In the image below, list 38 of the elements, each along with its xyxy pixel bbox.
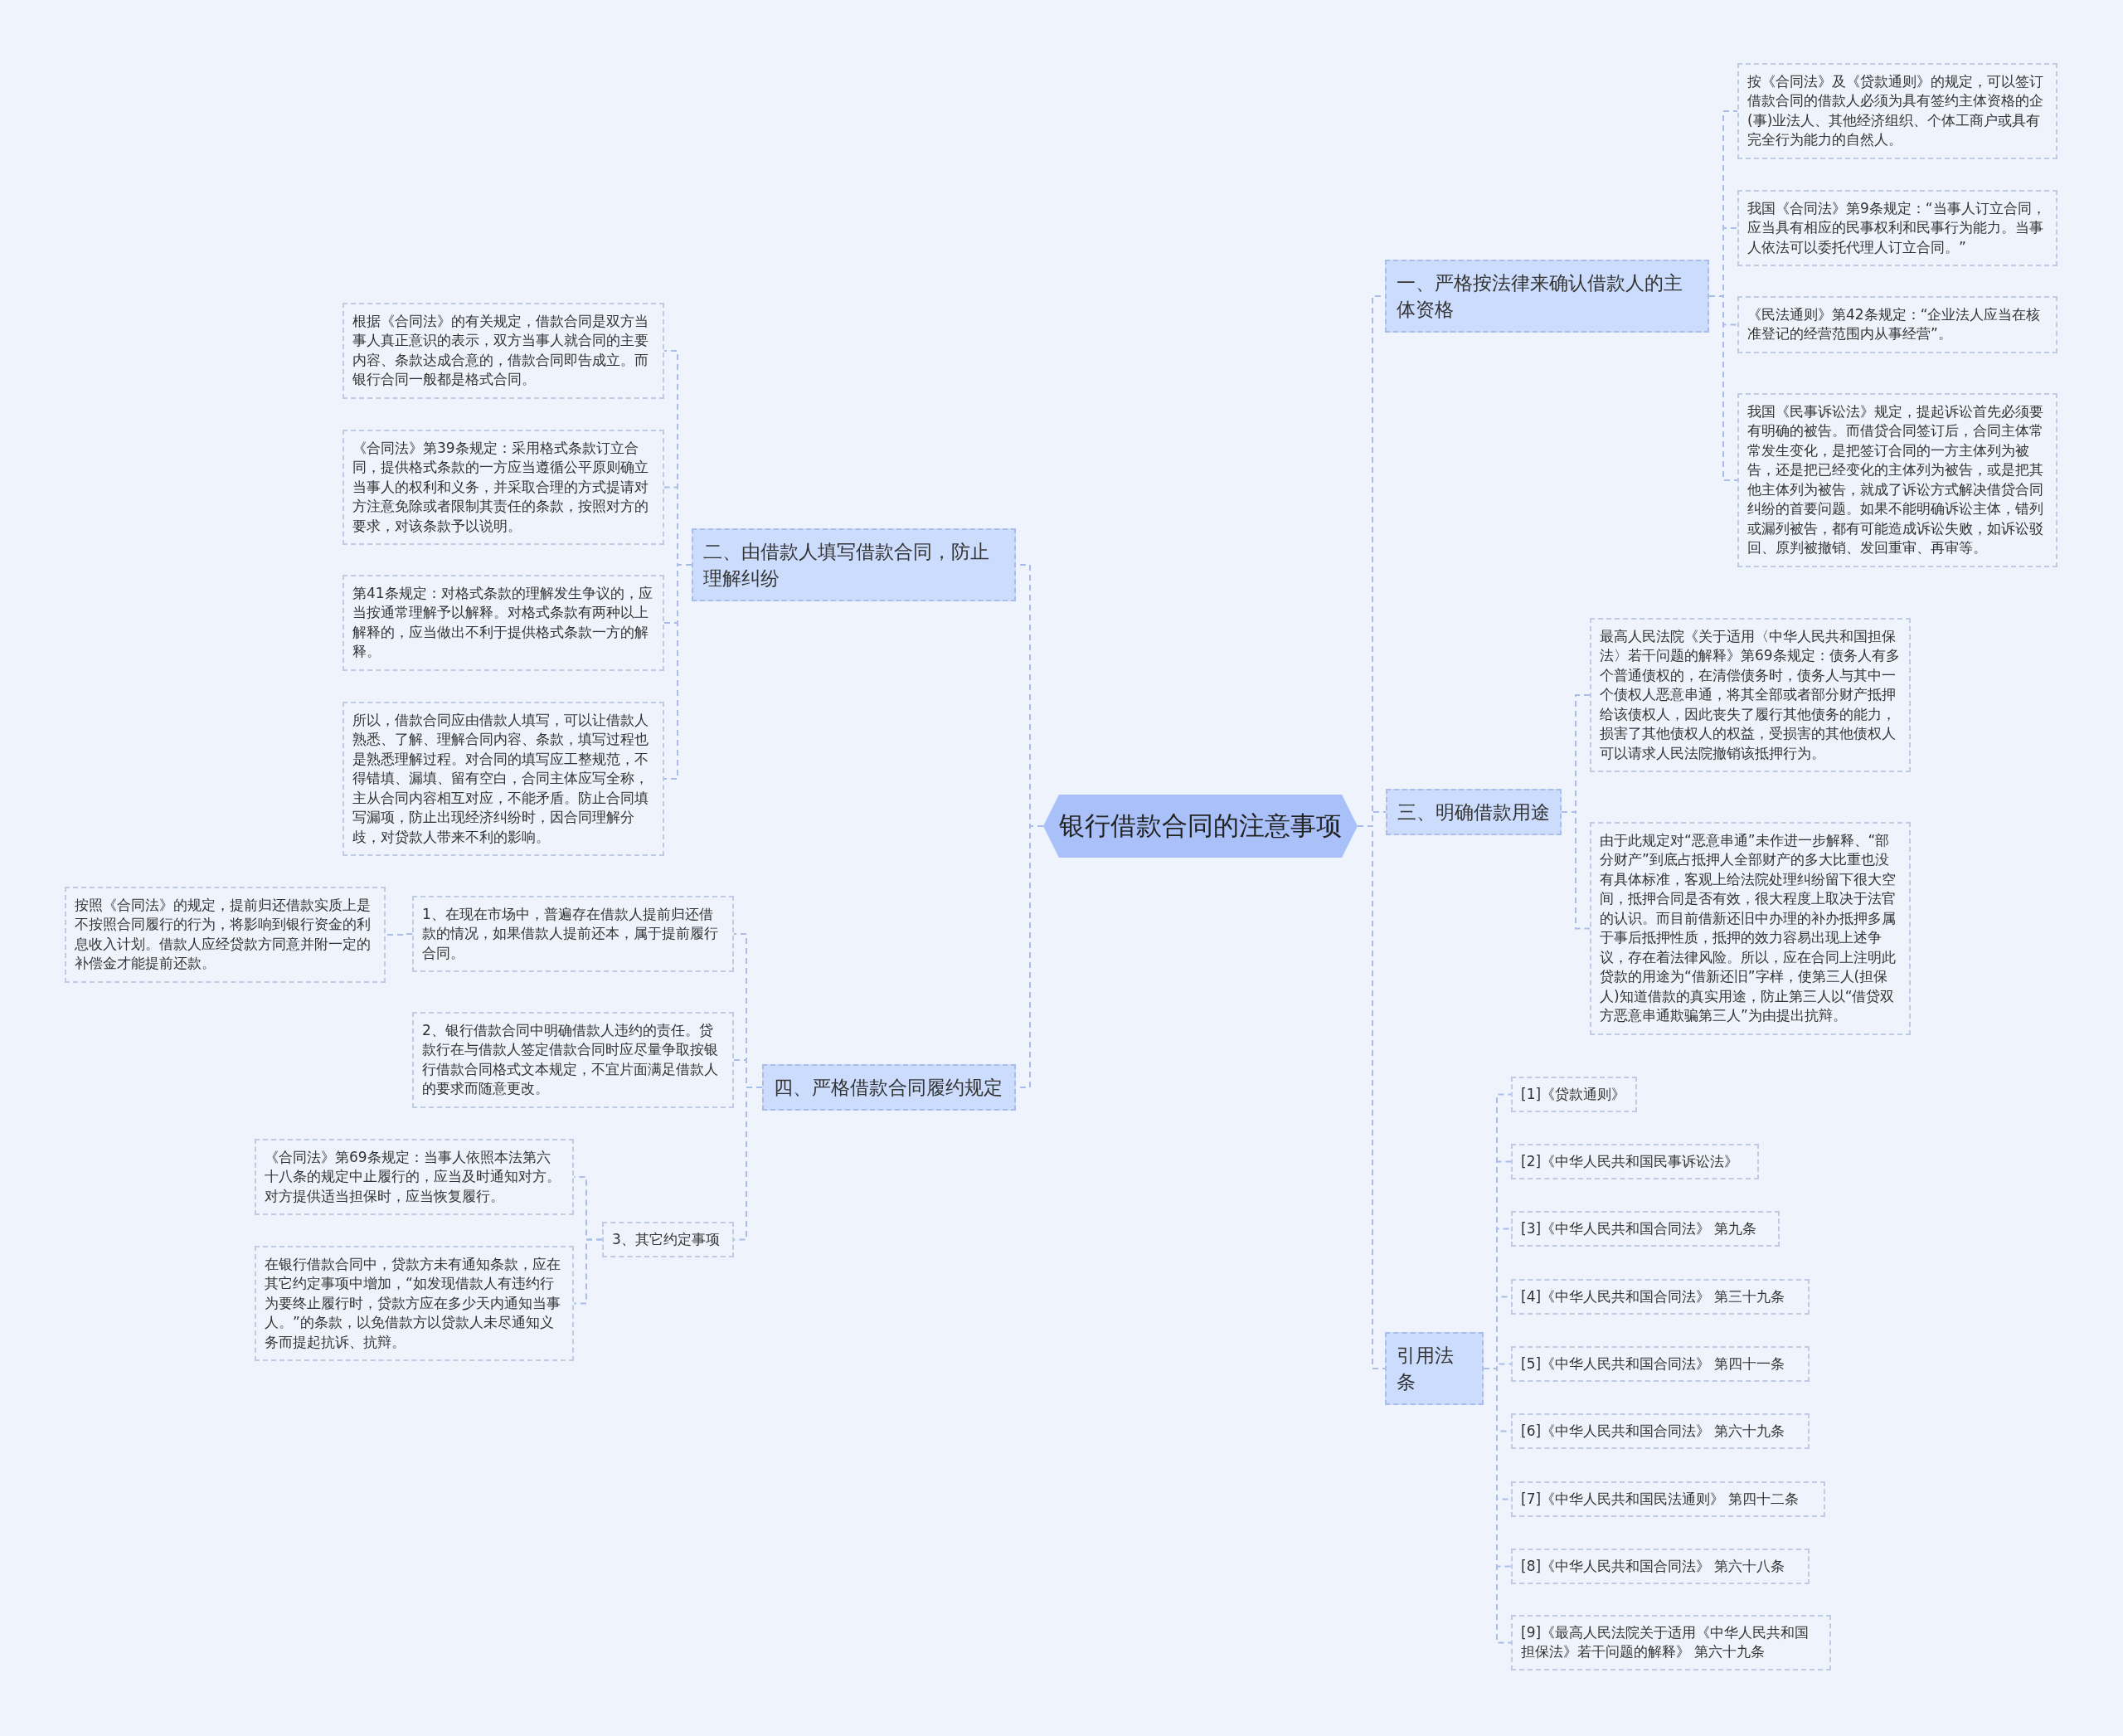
reference-box: [2]《中华人民共和国民事诉讼法》: [1511, 1144, 1759, 1180]
note-box: 由于此规定对“恶意串通”未作进一步解释、“部分财产”到底占抵押人全部财产的多大比重也没有具体标准，客观上给法院处理纠纷留下很大空间，抵押合同是否有效，很大程度上取决于法官的认识。而目前借新还旧中办理的补办抵押多属于事后抵押性质，抵押的效力容易出现上述争议，存在着法律风险。所以，应在合同上注明此贷款的用途为“借新还旧”字样，使第三人(担保人)知道借款的真实用途，防止第三人以“借贷双方恶意串通欺骗第三人”为由提出抗辩。: [1590, 822, 1911, 1035]
connector-line: [1708, 295, 1738, 481]
topic-box: 三、明确借款用途: [1386, 789, 1562, 836]
reference-box: [8]《中华人民共和国合同法》 第六十八条: [1511, 1549, 1810, 1585]
note-box: 《合同法》第69条规定：当事人依照本法第六十八条的规定中止履行的，应当及时通知对方。对方提供适当担保时，应当恢复履行。: [255, 1139, 574, 1216]
reference-box: [7]《中华人民共和国民法通则》 第四十二条: [1511, 1481, 1825, 1518]
note-box: 按《合同法》及《贷款通则》的规定，可以签订借款合同的借款人必须为具有签约主体资格的企(事)业法人、其他经济组织、个体工商户或具有完全行为能力的自然人。: [1737, 63, 2057, 159]
reference-box: [4]《中华人民共和国合同法》 第三十九条: [1511, 1279, 1810, 1315]
note-box: 1、在现在市场中，普遍存在借款人提前归还借款的情况，如果借款人提前还本，属于提前履行合同。: [412, 896, 734, 973]
reference-box: [5]《中华人民共和国合同法》 第四十一条: [1511, 1346, 1810, 1383]
note-box: 我国《民事诉讼法》规定，提起诉讼首先必须要有明确的被告。而借贷合同签订后，合同主体常常发生变化，是把签订合同的一方主体列为被告，还是把已经变化的主体列为被告，或是把其他主体列为被告，就成了诉讼方式解决借贷合同纠纷的首要问题。如果不能明确诉讼主体，错列或漏列被告，都有可能造成诉讼失败，如诉讼驳回、原判被撤销、发回重审、再审等。: [1737, 393, 2057, 567]
connector-line: [663, 564, 692, 780]
central-topic: 银行借款合同的注意事项: [1043, 795, 1358, 858]
topic-box: 引用法条: [1385, 1332, 1484, 1406]
note-box: 按照《合同法》的规定，提前归还借款实质上是不按照合同履行的行为，将影响到银行资金的利息收入计划。借款人应经贷款方同意并附一定的补偿金才能提前还款。: [65, 887, 386, 983]
note-box: 《民法通则》第42条规定：“企业法人应当在核准登记的经营范围内从事经营”。: [1737, 296, 2057, 353]
topic-box: 二、由借款人填写借款合同，防止理解纠纷: [692, 528, 1016, 602]
reference-box: 3、其它约定事项: [602, 1222, 734, 1258]
note-box: 最高人民法院《关于适用〈中华人民共和国担保法〉若干问题的解释》第69条规定：债务人有多个普通债权的，在清偿债务时，债务人与其中一个债权人恶意串通，将其全部或者部分财产抵押给该债权人，因此丧失了履行其他债务的能力，损害了其他债权人的权益，受损害的其他债权人可以请求人民法院撤销该抵押行为。: [1590, 618, 1911, 773]
note-box: 2、银行借款合同中明确借款人违约的责任。贷款行在与借款人签定借款合同时应尽量争取按银行借款合同格式文本规定，不宜片面满足借款人的要求而随意更改。: [412, 1012, 734, 1108]
reference-box: [3]《中华人民共和国合同法》 第九条: [1511, 1211, 1780, 1247]
connector-line: [385, 933, 413, 936]
connector-line: [1561, 811, 1591, 930]
note-box: 《合同法》第39条规定：采用格式条款订立合同，提供格式条款的一方应当遵循公平原则确立当事人的权利和义务，并采取合理的方式提请对方注意免除或者限制其责任的条款，按照对方的要求，对该条款予以说明。: [342, 430, 664, 546]
topic-box: 四、严格借款合同履约规定: [762, 1064, 1016, 1111]
reference-box: [6]《中华人民共和国合同法》 第六十九条: [1511, 1413, 1810, 1450]
topic-box: 一、严格按法律来确认借款人的主体资格: [1385, 260, 1709, 333]
connector-line: [733, 1087, 763, 1241]
note-box: 在银行借款合同中，贷款方未有通知条款，应在其它约定事项中增加，“如发现借款人有违约行为要终止履行时，贷款方应在多少天内通知当事人。”的条款，以免借款方以贷款人未尽通知义务而提起抗诉、抗辩。: [255, 1246, 574, 1362]
note-box: 所以，借款合同应由借款人填写，可以让借款人熟悉、了解、理解合同内容、条款，填写过程也是熟悉理解过程。对合同的填写应工整规范，不得错填、漏填、留有空白，合同主体应写全称，主从合同内容相互对应，不能矛盾。防止合同填写漏项，防止出现经济纠纷时，因合同理解分歧，对贷款人带来不利的影响。: [342, 702, 664, 857]
reference-box: [1]《贷款通则》: [1511, 1077, 1637, 1113]
connector-line: [1483, 1368, 1512, 1644]
note-box: 第41条规定：对格式条款的理解发生争议的，应当按通常理解予以解释。对格式条款有两种以上解释的，应当做出不利于提供格式条款一方的解释。: [342, 575, 664, 671]
reference-box: [9]《最高人民法院关于适用《中华人民共和国担保法》若干问题的解释》 第六十九条: [1511, 1615, 1831, 1670]
connector-line: [573, 1238, 603, 1305]
note-box: 我国《合同法》第9条规定：“当事人订立合同，应当具有相应的民事权利和民事行为能力。当事人依法可以委托代理人订立合同。”: [1737, 190, 2057, 267]
note-box: 根据《合同法》的有关规定，借款合同是双方当事人真正意识的表示，双方当事人就合同的主要内容、条款达成合意的，借款合同即告成立。而银行合同一般都是格式合同。: [342, 303, 664, 399]
